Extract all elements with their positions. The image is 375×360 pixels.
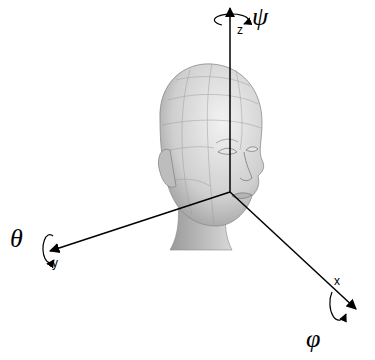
- axis-name: z: [237, 24, 243, 36]
- axis-name: y: [52, 257, 58, 269]
- angle-symbol: ψ: [252, 4, 268, 30]
- brow: [216, 139, 238, 143]
- angle-symbol: θ: [10, 226, 23, 252]
- rotation-arrow: [214, 14, 248, 25]
- nose: [240, 152, 252, 181]
- ear: [158, 149, 176, 187]
- rotation-arrow: [330, 292, 346, 320]
- x-axis: [230, 192, 356, 309]
- eye: [218, 148, 237, 154]
- angle-symbol: φ: [306, 326, 320, 352]
- mesh-lines: [162, 64, 261, 226]
- axis-name: x: [334, 275, 340, 287]
- eye: [246, 147, 258, 152]
- z-axis: [229, 8, 231, 192]
- head-mesh: [160, 64, 264, 226]
- y-axis: [50, 192, 230, 251]
